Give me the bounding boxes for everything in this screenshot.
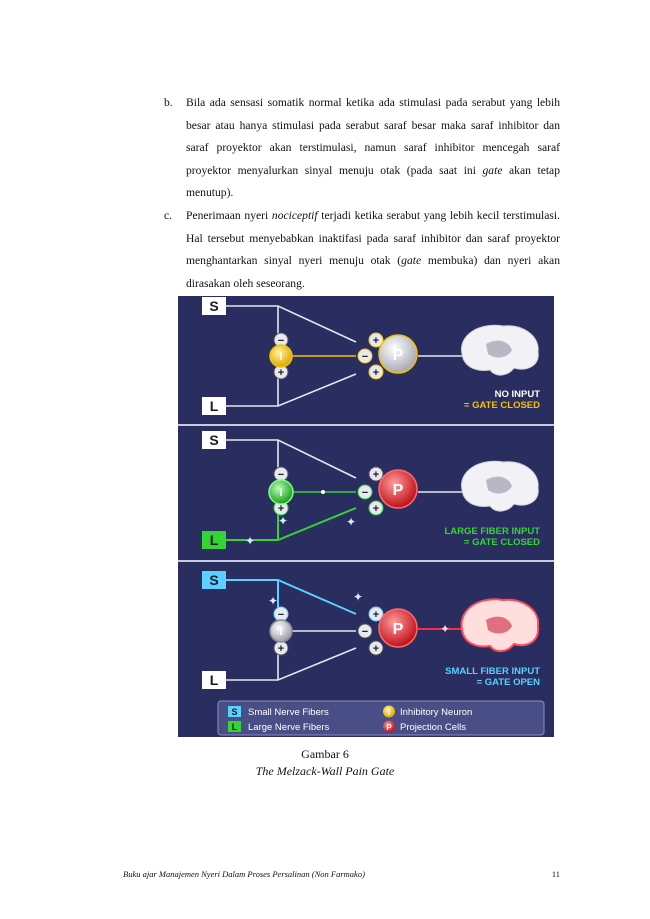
l-fiber-label: L — [210, 398, 219, 414]
panel-2-line2: = GATE CLOSED — [464, 537, 540, 548]
svg-text:+: + — [373, 367, 379, 379]
s-fiber-label: S — [209, 572, 218, 588]
legend-projection-cells: Projection Cells — [400, 722, 466, 733]
svg-text:✦: ✦ — [353, 590, 363, 604]
brain-icon — [461, 460, 539, 512]
svg-text:−: − — [278, 335, 284, 347]
legend-small-nerve-fibers: Small Nerve Fibers — [248, 707, 329, 718]
body-list: b. Bila ada sensasi somatik normal ketika… — [150, 92, 560, 295]
svg-text:−: − — [278, 469, 284, 481]
list-item-b: b. Bila ada sensasi somatik normal ketika… — [150, 92, 560, 205]
svg-text:−: − — [362, 351, 368, 363]
inhibitory-neuron-label: I — [279, 487, 282, 499]
svg-text:✦: ✦ — [245, 534, 255, 548]
item-italic: gate — [482, 163, 503, 177]
svg-text:✦: ✦ — [346, 515, 356, 529]
projection-cell — [378, 608, 418, 648]
svg-text:+: + — [278, 503, 284, 515]
svg-text:+: + — [373, 609, 379, 621]
brain-icon — [460, 598, 540, 652]
legend-inhibitory-neuron: Inhibitory Neuron — [400, 707, 472, 718]
item-text-before: Penerimaan nyeri — [186, 208, 272, 222]
list-item-c: c. Penerimaan nyeri nociceptif terjadi ke… — [150, 205, 560, 295]
item-text-after: membuka) dan nyeri akan dirasakan oleh s… — [186, 254, 560, 290]
svg-text:−: − — [362, 487, 368, 499]
legend-s-key: S — [231, 707, 237, 717]
s-fiber-label: S — [209, 432, 218, 448]
inhibitory-neuron-label: I — [279, 351, 282, 363]
brain-icon — [461, 324, 539, 376]
s-fiber-label: S — [209, 298, 218, 314]
item-text: Bila ada sensasi somatik normal ketika a… — [186, 96, 560, 177]
svg-text:+: + — [373, 643, 379, 655]
list-marker: c. — [164, 208, 173, 222]
panel-1-line1: NO INPUT — [495, 389, 541, 400]
panel-3-line2: = GATE OPEN — [477, 677, 541, 688]
legend-i-key: I — [388, 708, 390, 717]
legend-p-key: P — [386, 723, 392, 732]
projection-cell — [378, 334, 418, 374]
svg-text:+: + — [373, 469, 379, 481]
panel-small-fiber-input: ✦ ✦ ✦ S L − + I + + − P SMALL FIBER INPU… — [202, 571, 540, 689]
projection-cell-label: P — [393, 482, 404, 499]
panel-3-line1: SMALL FIBER INPUT — [445, 666, 540, 677]
panel-1-line2: = GATE CLOSED — [464, 400, 540, 411]
page-footer: Buku ajar Manajemen Nyeri Dalam Proses P… — [123, 869, 560, 879]
l-fiber-label: L — [210, 672, 219, 688]
footer-book-title: Buku ajar Manajemen Nyeri Dalam Proses P… — [123, 869, 365, 879]
figure-caption-label: Gambar 6 — [301, 747, 349, 761]
svg-text:+: + — [373, 335, 379, 347]
svg-text:+: + — [373, 503, 379, 515]
panel-large-fiber-input: ✦ ✦ ✦ S L − + I + + − P LARGE FIBER INPU… — [202, 431, 540, 549]
panel-2-line1: LARGE FIBER INPUT — [444, 526, 540, 537]
legend-large-nerve-fibers: Large Nerve Fibers — [248, 722, 330, 733]
svg-text:−: − — [362, 626, 368, 638]
panel-no-input: S L − + I + + − P NO INPUT = GATE CLOSED — [202, 297, 540, 415]
figure-legend: S Small Nerve Fibers L Large Nerve Fiber… — [217, 700, 545, 736]
list-marker: b. — [164, 96, 173, 109]
item-text: terjadi ketika serabut yang lebih kecil … — [186, 208, 561, 268]
item-italic-2: gate — [401, 254, 422, 268]
figure-caption-title: The Melzack-Wall Pain Gate — [255, 764, 395, 778]
svg-text:+: + — [278, 643, 284, 655]
l-fiber-label: L — [210, 532, 219, 548]
projection-cell-label: P — [393, 347, 404, 364]
item-italic: nociceptif — [271, 208, 318, 222]
inhibitory-neuron — [268, 479, 294, 505]
legend-l-key: L — [232, 722, 238, 732]
inhibitory-neuron — [269, 619, 293, 643]
page-number: 11 — [551, 869, 560, 879]
svg-text:+: + — [278, 367, 284, 379]
item-text-after: akan tetap menutup). — [186, 163, 560, 200]
svg-text:✦: ✦ — [268, 594, 278, 608]
inhibitory-neuron-label: I — [279, 626, 282, 638]
svg-text:−: − — [278, 609, 284, 621]
inhibitory-neuron — [269, 344, 293, 368]
svg-text:✦: ✦ — [278, 514, 288, 528]
gate-control-figure: S L − + I + + − P NO INPUT = GATE CLOSED… — [178, 296, 554, 737]
svg-text:✦: ✦ — [440, 622, 450, 636]
projection-cell — [378, 469, 418, 509]
projection-cell-label: P — [393, 621, 404, 638]
